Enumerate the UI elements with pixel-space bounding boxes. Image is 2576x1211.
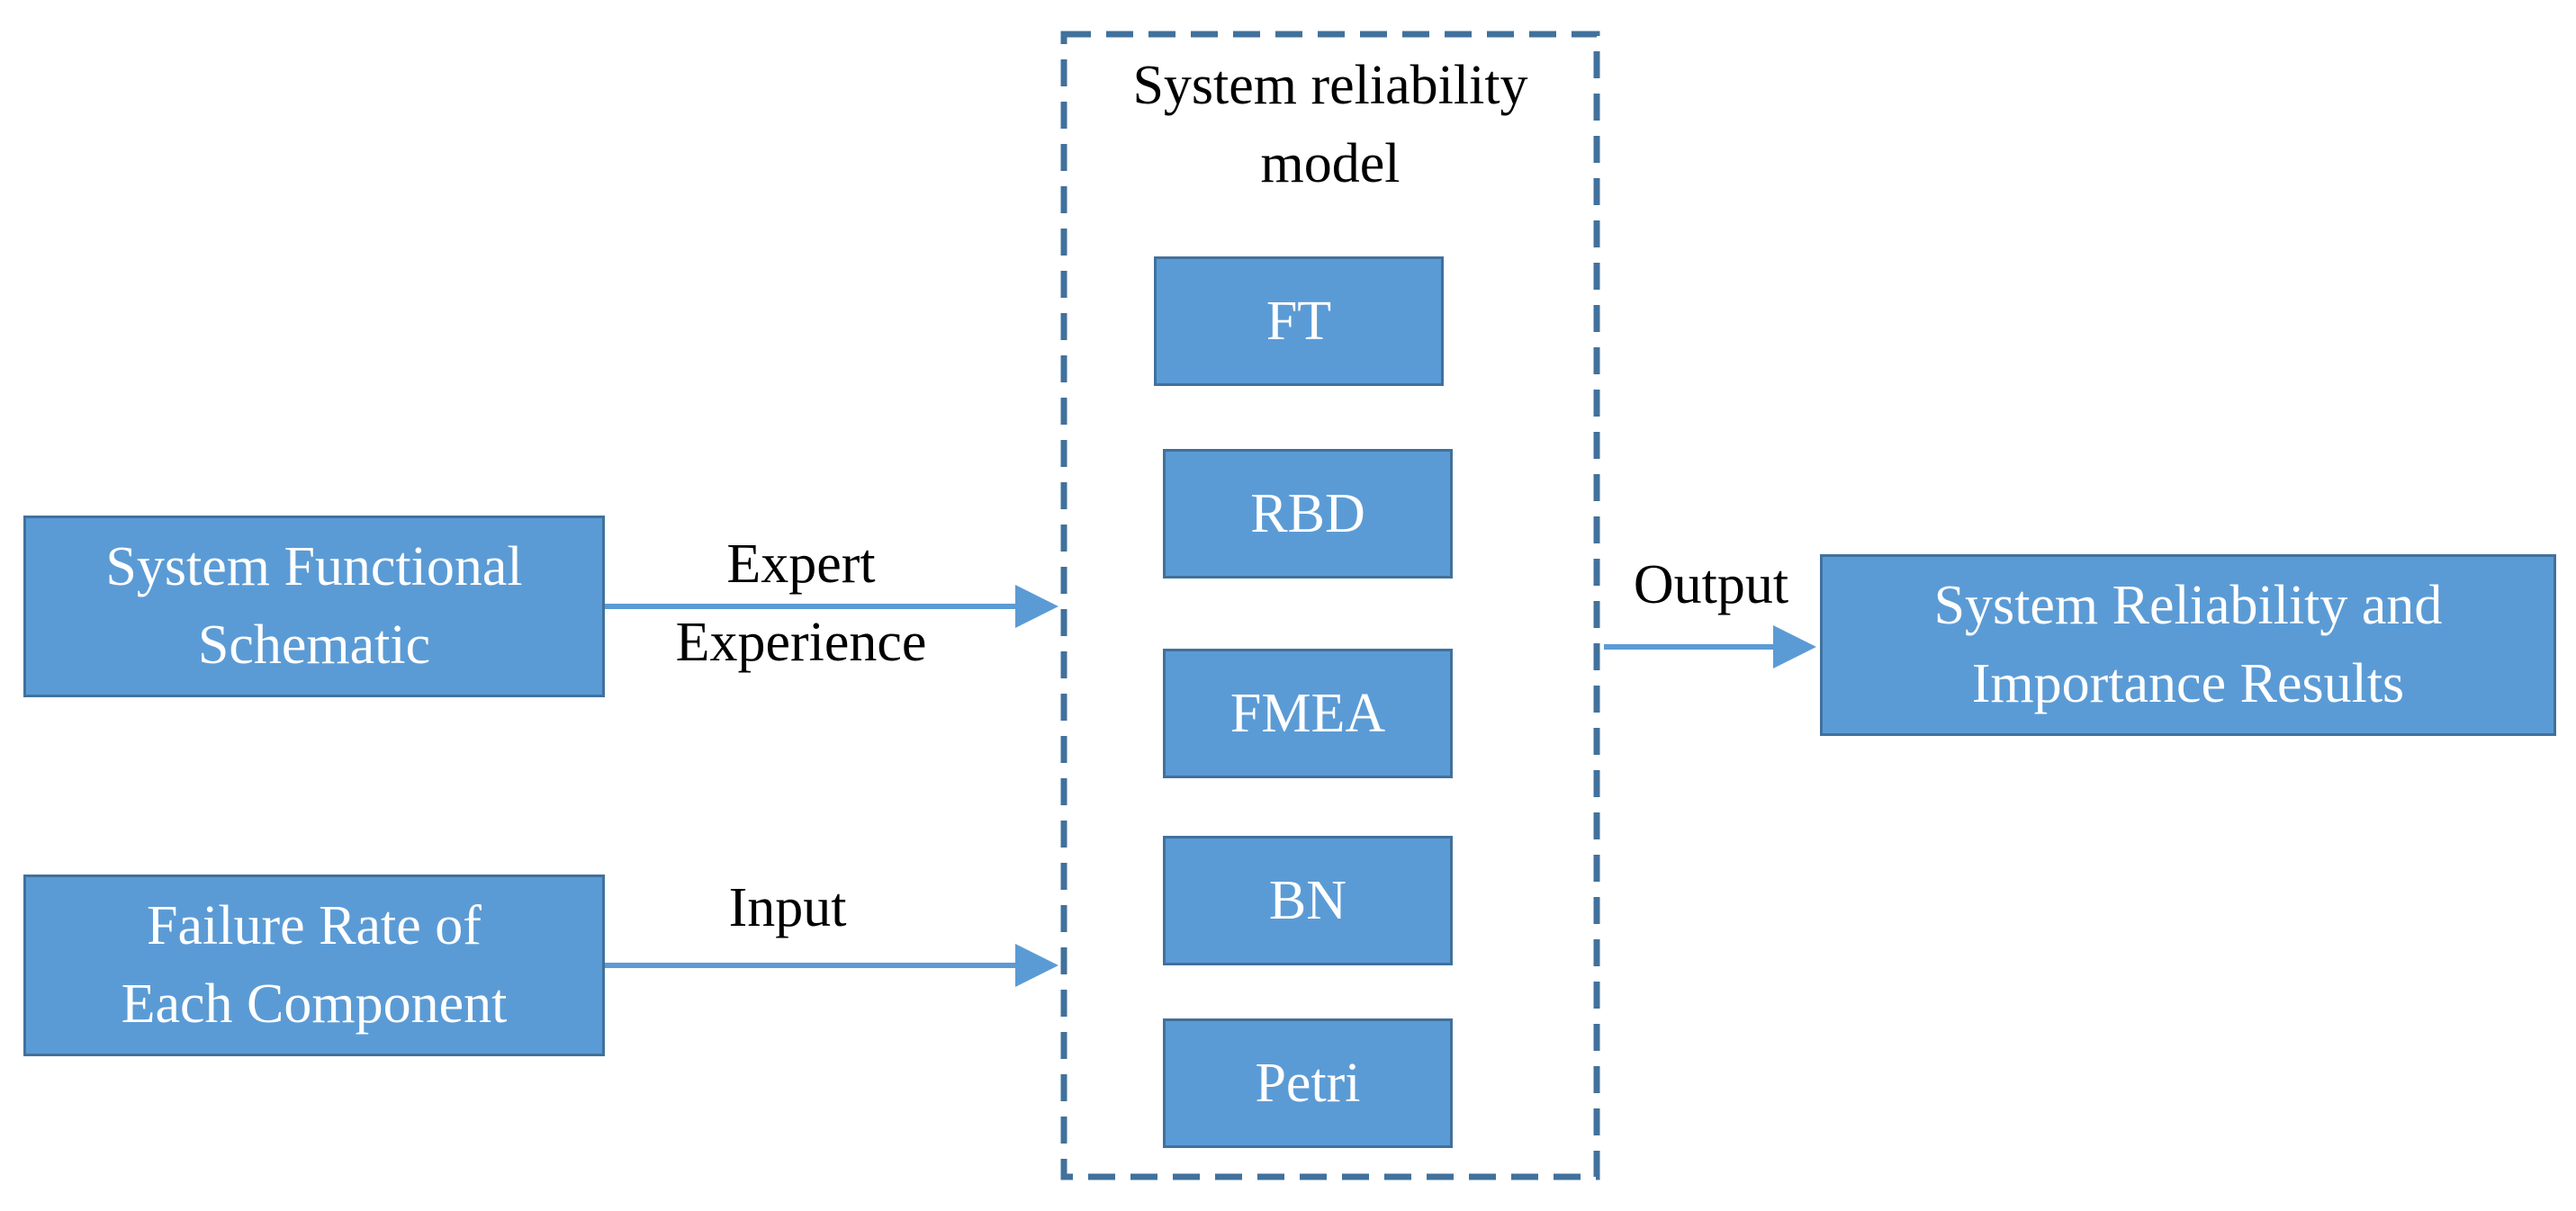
output-label: Output: [1633, 554, 1789, 615]
method-box-bn: BN: [1163, 836, 1453, 965]
method-box-petri: Petri: [1163, 1018, 1453, 1148]
method-box-ft: FT: [1154, 256, 1444, 386]
method-box-fmea: FMEA: [1163, 649, 1453, 778]
model-title: System reliability model: [1132, 55, 1528, 194]
method-label-fmea: FMEA: [1229, 682, 1386, 744]
method-label-rbd: RBD: [1250, 482, 1365, 544]
failure-rate-box: Failure Rate of Each Component: [23, 875, 605, 1056]
results-box: System Reliability and Importance Result…: [1820, 554, 2556, 736]
expert-experience-label: Expert Experience: [675, 534, 927, 673]
schematic-box: System Functional Schematic: [23, 516, 605, 697]
failure-rate-label: Failure Rate of Each Component: [121, 895, 508, 1035]
method-label-ft: FT: [1265, 290, 1332, 352]
method-label-petri: Petri: [1255, 1052, 1361, 1114]
model-dashed-border: [1060, 31, 1600, 1180]
method-label-bn: BN: [1268, 869, 1347, 931]
schematic-label: System Functional Schematic: [105, 536, 523, 676]
input-label: Input: [728, 877, 847, 938]
results-label: System Reliability and Importance Result…: [1933, 575, 2443, 714]
method-box-rbd: RBD: [1163, 449, 1453, 579]
